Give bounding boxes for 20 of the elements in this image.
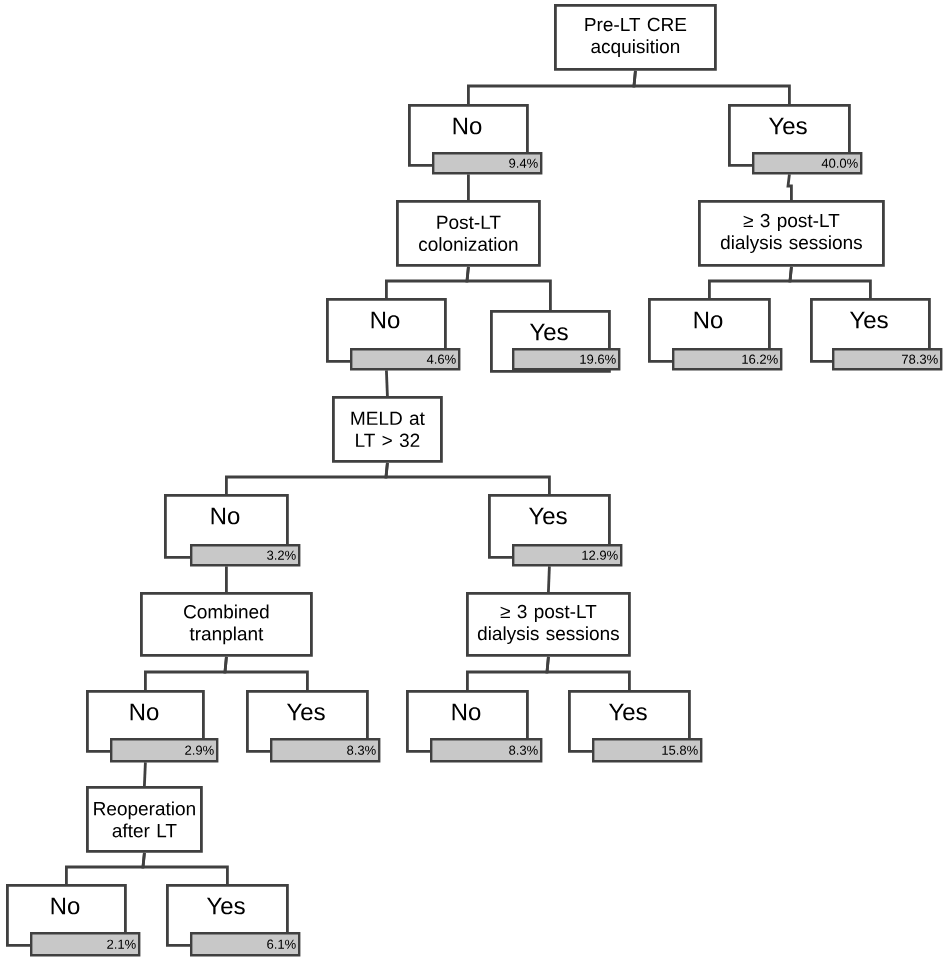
connector-line [465, 266, 552, 310]
connector-line [786, 174, 793, 200]
connector-line [143, 762, 147, 787]
question-box: Pre-LT CRE acquisition [554, 4, 717, 71]
question-box: Post-LT colonization [396, 200, 541, 267]
question-box: MELD at LT > 32 [332, 396, 443, 463]
question-box: Reoperation after LT [86, 786, 203, 853]
connector-line [545, 656, 631, 690]
connector-line [223, 656, 309, 690]
question-box: ≥ 3 post-LT dialysis sessions [698, 200, 885, 267]
connector-line [225, 566, 228, 592]
connector-line [385, 370, 389, 397]
connector-line [547, 566, 551, 593]
connector-line [141, 852, 229, 884]
question-box: ≥ 3 post-LT dialysis sessions [466, 592, 631, 657]
question-box: Combined tranplant [140, 592, 313, 657]
connector-line [632, 70, 791, 104]
connector-line [384, 462, 551, 494]
connector-line [788, 266, 872, 298]
connector-line [467, 174, 470, 200]
